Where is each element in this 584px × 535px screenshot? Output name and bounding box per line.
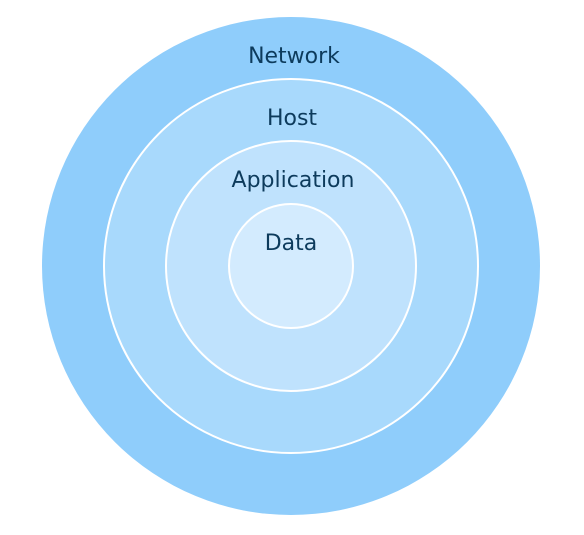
data-label: Data <box>265 231 318 256</box>
network-label: Network <box>248 44 340 69</box>
application-label: Application <box>232 168 355 193</box>
data-ring <box>228 203 354 329</box>
host-label: Host <box>267 106 317 131</box>
